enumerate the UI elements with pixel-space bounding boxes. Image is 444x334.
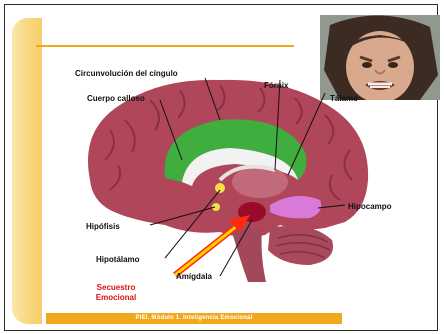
annotation-secuestro-emocional: Secuestro Emocional [86,283,146,303]
label-fornix: Fórnix [264,81,288,91]
label-hipocampo: Hipocampo [348,202,392,212]
label-talamo: Tálamo [330,94,358,104]
title-accent-line [36,45,294,47]
annotation-line-1: Secuestro [86,283,146,293]
label-hipotalamo: Hipotálamo [96,255,140,265]
left-decorative-bar [12,18,42,324]
label-hipofisis: Hipófisis [86,222,120,232]
footer-bar: PIEI. Módulo 1. Inteligencia Emocional [46,313,342,324]
label-amigdala: Amígdala [176,272,212,282]
annotation-line-2: Emocional [86,293,146,303]
label-circunvolucion-cingulo: Circunvolución del cíngulo [75,69,178,79]
label-cuerpo-calloso: Cuerpo calloso [87,94,145,104]
